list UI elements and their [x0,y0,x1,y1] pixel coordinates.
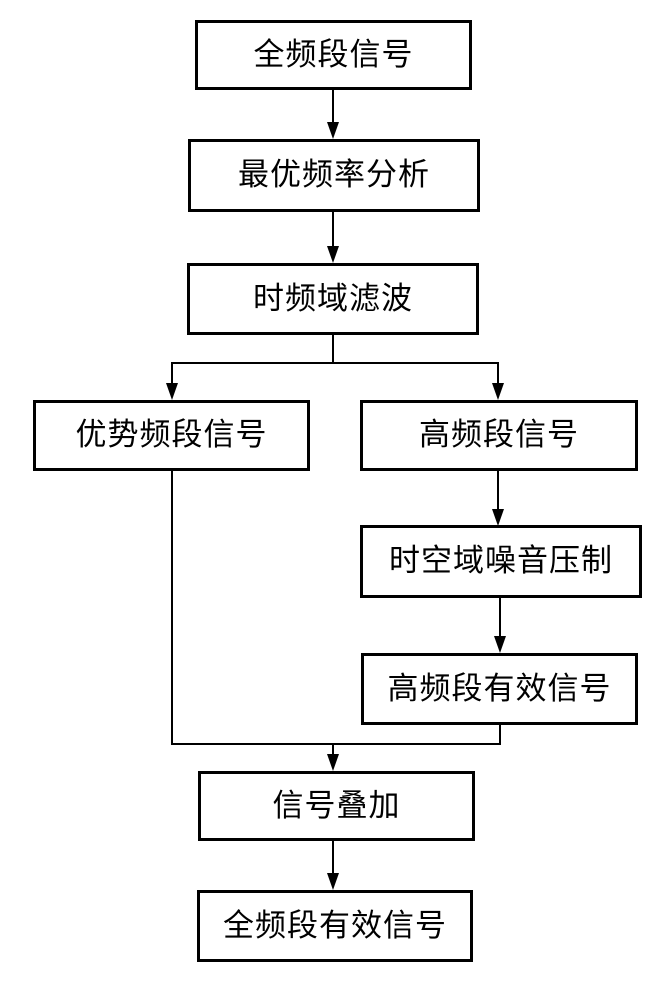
edge-optimal-to-tffilter-arrowhead-icon [326,246,339,263]
node-label: 全频段信号 [253,36,414,73]
edge-merge-to-stacking-line [331,742,335,755]
edge-highband-to-noise-line [496,471,500,510]
edge-split-to-dominant-arrowhead-icon [165,383,178,400]
edge-fullband-to-optimal-arrowhead-icon [326,122,339,139]
edge-noise-to-higheffective-line [498,598,502,637]
node-time-space-noise-suppression: 时空域噪音压制 [360,525,642,598]
edge-split-to-highband-arrowhead-icon [491,383,504,400]
edge-fullband-to-optimal-line [331,90,335,123]
node-time-frequency-filtering: 时频域滤波 [187,263,479,335]
edge-stacking-to-fulleffective-arrowhead-icon [326,873,339,890]
edge-optimal-to-tffilter-line [331,212,335,247]
edge-tffilter-split-stub-line [331,335,335,364]
edge-split-to-dominant-line [170,361,174,384]
edge-split-to-highband-line [496,361,500,384]
node-label: 优势频段信号 [75,417,268,453]
node-label: 高频段有效信号 [387,670,612,707]
node-optimal-frequency-analysis: 最优频率分析 [188,139,480,212]
edge-dominant-to-merge-line [170,471,174,745]
node-full-band-signal: 全频段信号 [195,20,472,90]
node-label: 最优频率分析 [238,157,430,193]
node-signal-stacking: 信号叠加 [198,771,475,841]
node-label: 全频段有效信号 [223,907,447,944]
node-label: 时空域噪音压制 [389,543,613,579]
node-label: 信号叠加 [272,787,401,824]
node-high-band-effective-signal: 高频段有效信号 [361,653,638,725]
edge-stacking-to-fulleffective-line [331,841,335,874]
edge-tffilter-split-bar-line [170,361,500,364]
edge-noise-to-higheffective-arrowhead-icon [493,636,506,653]
node-full-band-effective-signal: 全频段有效信号 [197,890,473,962]
edge-higheffective-to-merge-line [498,725,502,745]
edge-merge-to-stacking-arrowhead-icon [326,754,339,771]
edge-highband-to-noise-arrowhead-icon [491,509,504,526]
node-dominant-band-signal: 优势频段信号 [33,400,310,471]
node-label: 时频域滤波 [253,280,413,317]
node-high-band-signal: 高频段信号 [360,400,638,471]
edge-merge-bar-line [170,742,502,745]
node-label: 高频段信号 [419,417,579,453]
